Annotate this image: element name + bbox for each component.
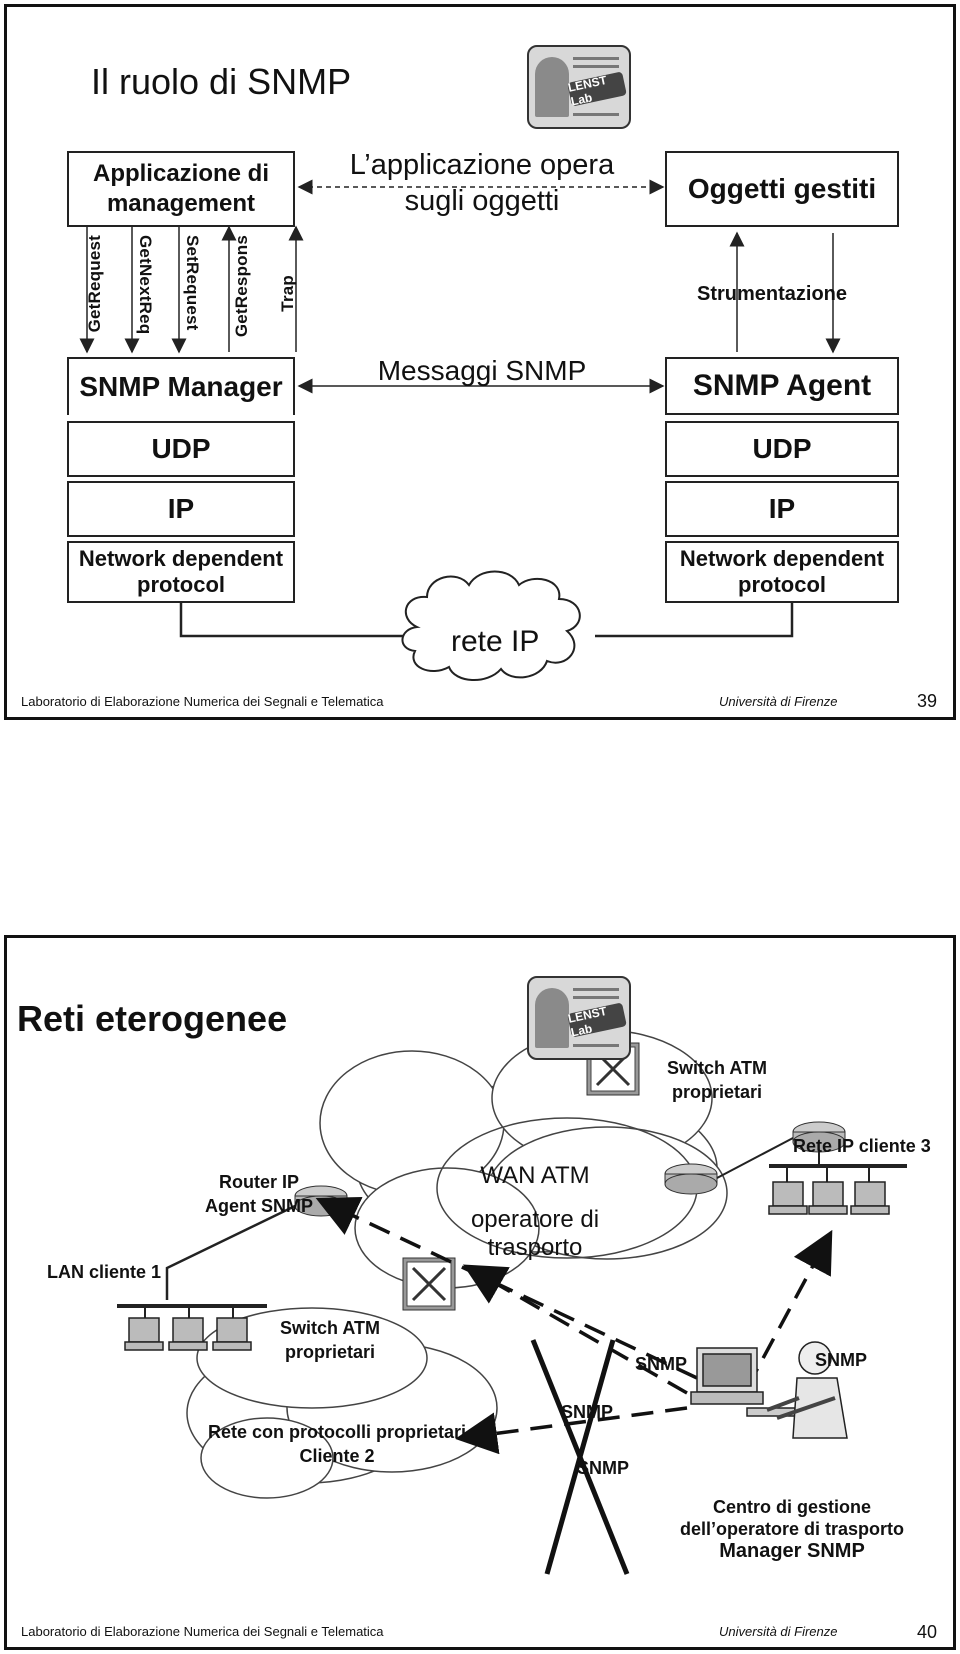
slide-title: Reti eterogenee bbox=[17, 998, 288, 1039]
slide-title: Il ruolo di SNMP bbox=[91, 61, 352, 102]
lenst-lab-logo-2: LENST Lab bbox=[527, 976, 631, 1060]
snmp-arrow-to-cliente2 bbox=[455, 1406, 688, 1455]
app-operates-text: L’applicazione opera sugli oggetti bbox=[307, 147, 657, 219]
agent-udp-label: UDP bbox=[752, 433, 812, 464]
slide2-network-drawing bbox=[117, 1029, 907, 1575]
client2-network-cloud bbox=[186, 1307, 498, 1499]
switch-atm-bottom bbox=[402, 1257, 456, 1311]
agent-udp-box: UDP bbox=[665, 421, 899, 477]
snmp-arrow-to-switch bbox=[462, 1264, 688, 1395]
manager-ip-box: IP bbox=[67, 481, 295, 537]
slide1-connectors bbox=[79, 179, 841, 682]
management-application-label: Applicazione di management bbox=[92, 160, 269, 217]
agent-network-line2: protocol bbox=[738, 572, 826, 597]
managed-objects-box: Oggetti gestiti bbox=[665, 151, 899, 227]
manager-network-box: Network dependent protocol bbox=[67, 541, 295, 603]
footer-university: Università di Firenze bbox=[719, 694, 838, 709]
wan-atm-cloud bbox=[319, 1029, 728, 1289]
instrumentation-label: Strumentazione bbox=[697, 283, 848, 305]
snmp-messages-label: Messaggi SNMP bbox=[377, 355, 587, 386]
manager-network-line2: protocol bbox=[137, 572, 225, 597]
footer-university-2: Università di Firenze bbox=[719, 1624, 838, 1639]
footer-lab-2: Laboratorio di Elaborazione Numerica dei… bbox=[21, 1624, 384, 1639]
snmp-agent-box: SNMP Agent bbox=[665, 357, 899, 415]
lan-cliente1-pcs bbox=[124, 1317, 252, 1351]
logo-text: LENST Lab bbox=[567, 71, 627, 109]
management-workstation bbox=[690, 1341, 848, 1439]
lenst-lab-logo: LENST Lab bbox=[527, 45, 631, 129]
slide-snmp-role: Il ruolo di SNMP LENST Lab Applicazione … bbox=[4, 4, 956, 720]
wan-atm-label: WAN ATM bbox=[480, 1162, 590, 1189]
snmp-label-4: SNMP bbox=[577, 1458, 630, 1478]
op-setrequest: SetRequest bbox=[183, 235, 202, 331]
app-operates-line2: sugli oggetti bbox=[404, 185, 560, 217]
ip-cloud bbox=[401, 570, 581, 682]
lan-cliente1-label: LAN cliente 1 bbox=[47, 1262, 162, 1282]
snmp-arrow-to-cliente3 bbox=[745, 1229, 833, 1389]
agent-ip-label: IP bbox=[768, 493, 796, 524]
snmp-agent-label: SNMP Agent bbox=[692, 369, 872, 402]
switch-atm-bottom-label: Switch ATM proprietari bbox=[280, 1318, 380, 1362]
snmp-manager-box: SNMP Manager bbox=[67, 357, 295, 415]
op-getrequest: GetRequest bbox=[85, 235, 104, 333]
switch-atm-top-label: Switch ATM proprietari bbox=[667, 1058, 767, 1102]
snmp-label-2: SNMP bbox=[815, 1350, 868, 1370]
cross-line-2 bbox=[544, 1339, 616, 1575]
manager-udp-label: UDP bbox=[151, 433, 211, 464]
page-number-2: 40 bbox=[916, 1622, 937, 1642]
operator-label: operatore di trasporto bbox=[470, 1206, 600, 1261]
footer-lab: Laboratorio di Elaborazione Numerica dei… bbox=[21, 694, 384, 709]
snmp-label-1: SNMP bbox=[635, 1354, 688, 1374]
lan-cliente3-pcs bbox=[768, 1181, 890, 1215]
snmp-label-3: SNMP bbox=[561, 1402, 614, 1422]
manager-ip-label: IP bbox=[167, 493, 195, 524]
app-operates-line1: L’applicazione opera bbox=[349, 149, 615, 181]
manager-udp-box: UDP bbox=[67, 421, 295, 477]
management-application-box: Applicazione di management bbox=[67, 151, 295, 227]
ip-network-label: rete IP bbox=[451, 625, 540, 658]
page-number: 39 bbox=[916, 691, 937, 711]
slide-heterogeneous-networks: Reti eterogenee LENST Lab Switch ATM pro… bbox=[4, 935, 956, 1650]
op-getnextreq: GetNextReq bbox=[136, 235, 155, 335]
rete-ip-cliente3-label: Rete IP cliente 3 bbox=[793, 1136, 931, 1156]
management-center-label: Centro di gestione dell’operatore di tra… bbox=[679, 1497, 905, 1562]
agent-network-box: Network dependent protocol bbox=[665, 541, 899, 603]
agent-network-line1: Network dependent bbox=[679, 546, 885, 571]
manager-network-line1: Network dependent bbox=[78, 546, 284, 571]
op-trap: Trap bbox=[278, 275, 297, 312]
op-getrespons: GetRespons bbox=[232, 235, 251, 338]
managed-objects-label: Oggetti gestiti bbox=[687, 173, 877, 204]
client2-network-label: Rete con protocolli proprietari Cliente … bbox=[207, 1422, 467, 1466]
router-label: Router IP Agent SNMP bbox=[205, 1172, 313, 1216]
agent-ip-box: IP bbox=[665, 481, 899, 537]
logo-text-2: LENST Lab bbox=[567, 1002, 627, 1040]
snmp-manager-label: SNMP Manager bbox=[79, 371, 283, 402]
